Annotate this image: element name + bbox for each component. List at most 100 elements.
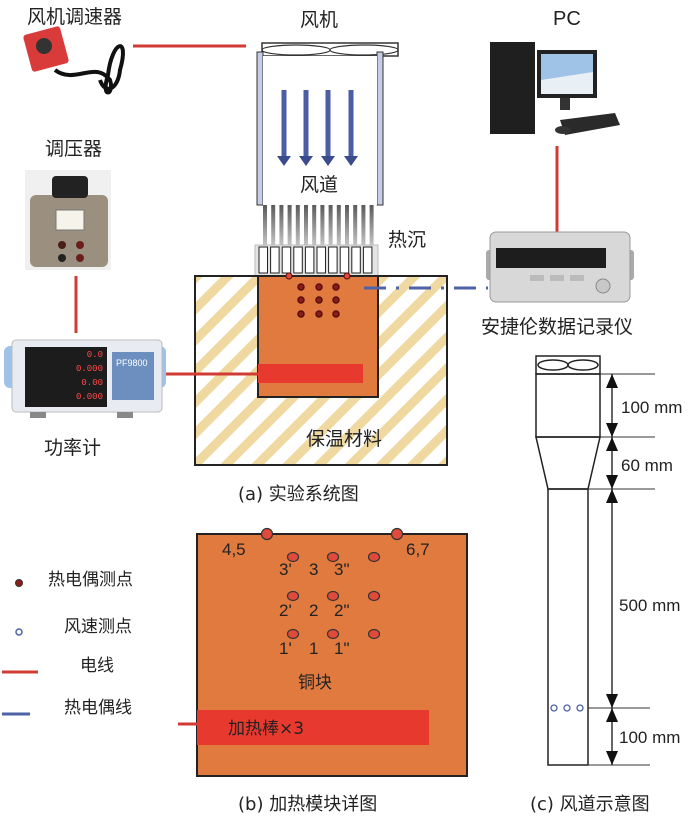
- reading-current: 0.000: [75, 364, 103, 374]
- dimension-60mm: 60 mm: [621, 456, 673, 475]
- air-velocity-point-icon: [15, 628, 23, 636]
- thermocouple-point: [297, 310, 305, 318]
- thermocouple-point: [367, 628, 381, 640]
- point-label-3-dprime: 3": [334, 560, 350, 579]
- power-meter-device: [4, 339, 166, 418]
- heat-sink-fin: [287, 205, 292, 247]
- heat-sink-channel: [258, 246, 268, 274]
- reading-power: 0.00: [81, 378, 103, 388]
- dimension-500mm: 500 mm: [619, 596, 681, 615]
- dimension-100mm-bottom: 100 mm: [619, 728, 681, 747]
- legend-air-velocity-point: 风速测点: [64, 617, 132, 637]
- insulation-label: 保温材料: [306, 428, 383, 450]
- heater-b: [197, 710, 429, 745]
- point-label-1-dprime: 1": [334, 639, 350, 658]
- thermocouple-point: [286, 551, 300, 563]
- heat-sink-fin: [295, 205, 300, 247]
- reading-voltage: 0.0: [86, 350, 103, 360]
- thermocouple-point: [367, 590, 381, 602]
- thermocouple-point: [315, 283, 323, 291]
- heat-sink-channel: [270, 246, 280, 274]
- thermocouple-point-icon: [15, 579, 23, 587]
- point-label-2-dprime: 2": [334, 601, 350, 620]
- dimension-arrowhead: [606, 423, 618, 437]
- dimension-arrowhead: [606, 475, 618, 489]
- dimension-arrowhead: [606, 751, 618, 765]
- fan-label: 风机: [300, 9, 339, 31]
- thermocouple-point: [390, 527, 404, 541]
- thermocouple-point: [367, 551, 381, 563]
- heat-sink-channel: [328, 246, 338, 274]
- dimension-arrowhead: [606, 708, 618, 722]
- data-logger-label: 安捷伦数据记录仪: [481, 316, 634, 338]
- thermocouple-point: [326, 590, 340, 602]
- pc-device: [490, 42, 620, 135]
- heat-sink-fin: [353, 205, 358, 247]
- thermocouple-point: [332, 296, 340, 304]
- heat-sink-channel: [293, 246, 303, 274]
- thermocouple-point: [326, 551, 340, 563]
- heat-sink-fin: [369, 205, 374, 247]
- airflow-arrows: [277, 90, 358, 166]
- point-label-3: 3: [309, 560, 319, 579]
- heat-sink-channel: [316, 246, 326, 274]
- thermocouple-point: [286, 628, 300, 640]
- reading-pf: 0.000: [75, 392, 103, 402]
- data-logger-device: [486, 231, 634, 303]
- point-label-1-prime: 1': [279, 639, 292, 658]
- point-label-1: 1: [309, 639, 319, 658]
- point-label-3-prime: 3': [279, 560, 292, 579]
- heat-sink-fin: [345, 205, 349, 247]
- fan-speed-controller-device: [23, 26, 125, 95]
- heater-label: 加热棒×3: [228, 719, 305, 739]
- caption-c: (c) 风道示意图: [530, 794, 650, 815]
- thermocouple-point: [326, 628, 340, 640]
- dimension-lines: [588, 373, 655, 766]
- power-meter-model: PF9800: [116, 358, 148, 368]
- heat-sink-label: 热沉: [388, 229, 427, 251]
- heat-sink-fin: [361, 205, 366, 247]
- thermocouple-point: [285, 272, 293, 280]
- dimension-arrows: [606, 374, 618, 765]
- thermocouple-points-b: [260, 527, 404, 640]
- power-meter-label: 功率计: [44, 437, 102, 459]
- dimension-arrowhead: [606, 437, 618, 451]
- dimension-arrowhead: [606, 374, 618, 388]
- heat-sink-channel: [281, 246, 292, 274]
- point-label-2: 2: [309, 601, 319, 620]
- thermocouple-point: [315, 310, 323, 318]
- heater-a: [258, 364, 363, 383]
- dimension-100mm-top: 100 mm: [621, 398, 683, 417]
- thermocouple-point: [332, 310, 340, 318]
- heat-sink-fin: [312, 205, 317, 247]
- heat-sink-fin: [263, 205, 267, 247]
- caption-b: (b) 加热模块详图: [238, 794, 378, 815]
- thermocouple-points-a: [285, 272, 351, 318]
- heat-sink-fin: [304, 205, 308, 247]
- power-meter-readout: 0.0 0.000 0.00 0.000: [75, 348, 103, 404]
- dimension-arrowhead: [606, 694, 618, 708]
- thermocouple-point: [332, 283, 340, 291]
- heat-sink-channel: [362, 246, 373, 274]
- legend-electric-wire: 电线: [80, 656, 114, 676]
- voltage-regulator-device: [25, 170, 111, 270]
- point-label-2-prime: 2': [279, 601, 292, 620]
- heat-sink-fin: [279, 205, 284, 247]
- air-duct-label: 风道: [300, 174, 339, 196]
- heat-sink-fin: [328, 205, 333, 247]
- point-label-4-5: 4,5: [222, 540, 246, 559]
- dimension-arrowhead: [606, 489, 618, 503]
- caption-a: (a) 实验系统图: [238, 484, 359, 505]
- pc-label: PC: [553, 8, 581, 30]
- fan-speed-controller-label: 风机调速器: [27, 6, 123, 28]
- heat-sink: [254, 205, 379, 277]
- thermocouple-point: [297, 283, 305, 291]
- copper-block-label: 铜块: [298, 673, 332, 693]
- heat-sink-fin: [271, 205, 276, 247]
- voltage-regulator-label: 调压器: [45, 138, 103, 160]
- heat-sink-channel: [351, 246, 361, 274]
- heat-sink-fin: [320, 205, 325, 247]
- thermocouple-point: [297, 296, 305, 304]
- duct-schematic: [535, 355, 601, 766]
